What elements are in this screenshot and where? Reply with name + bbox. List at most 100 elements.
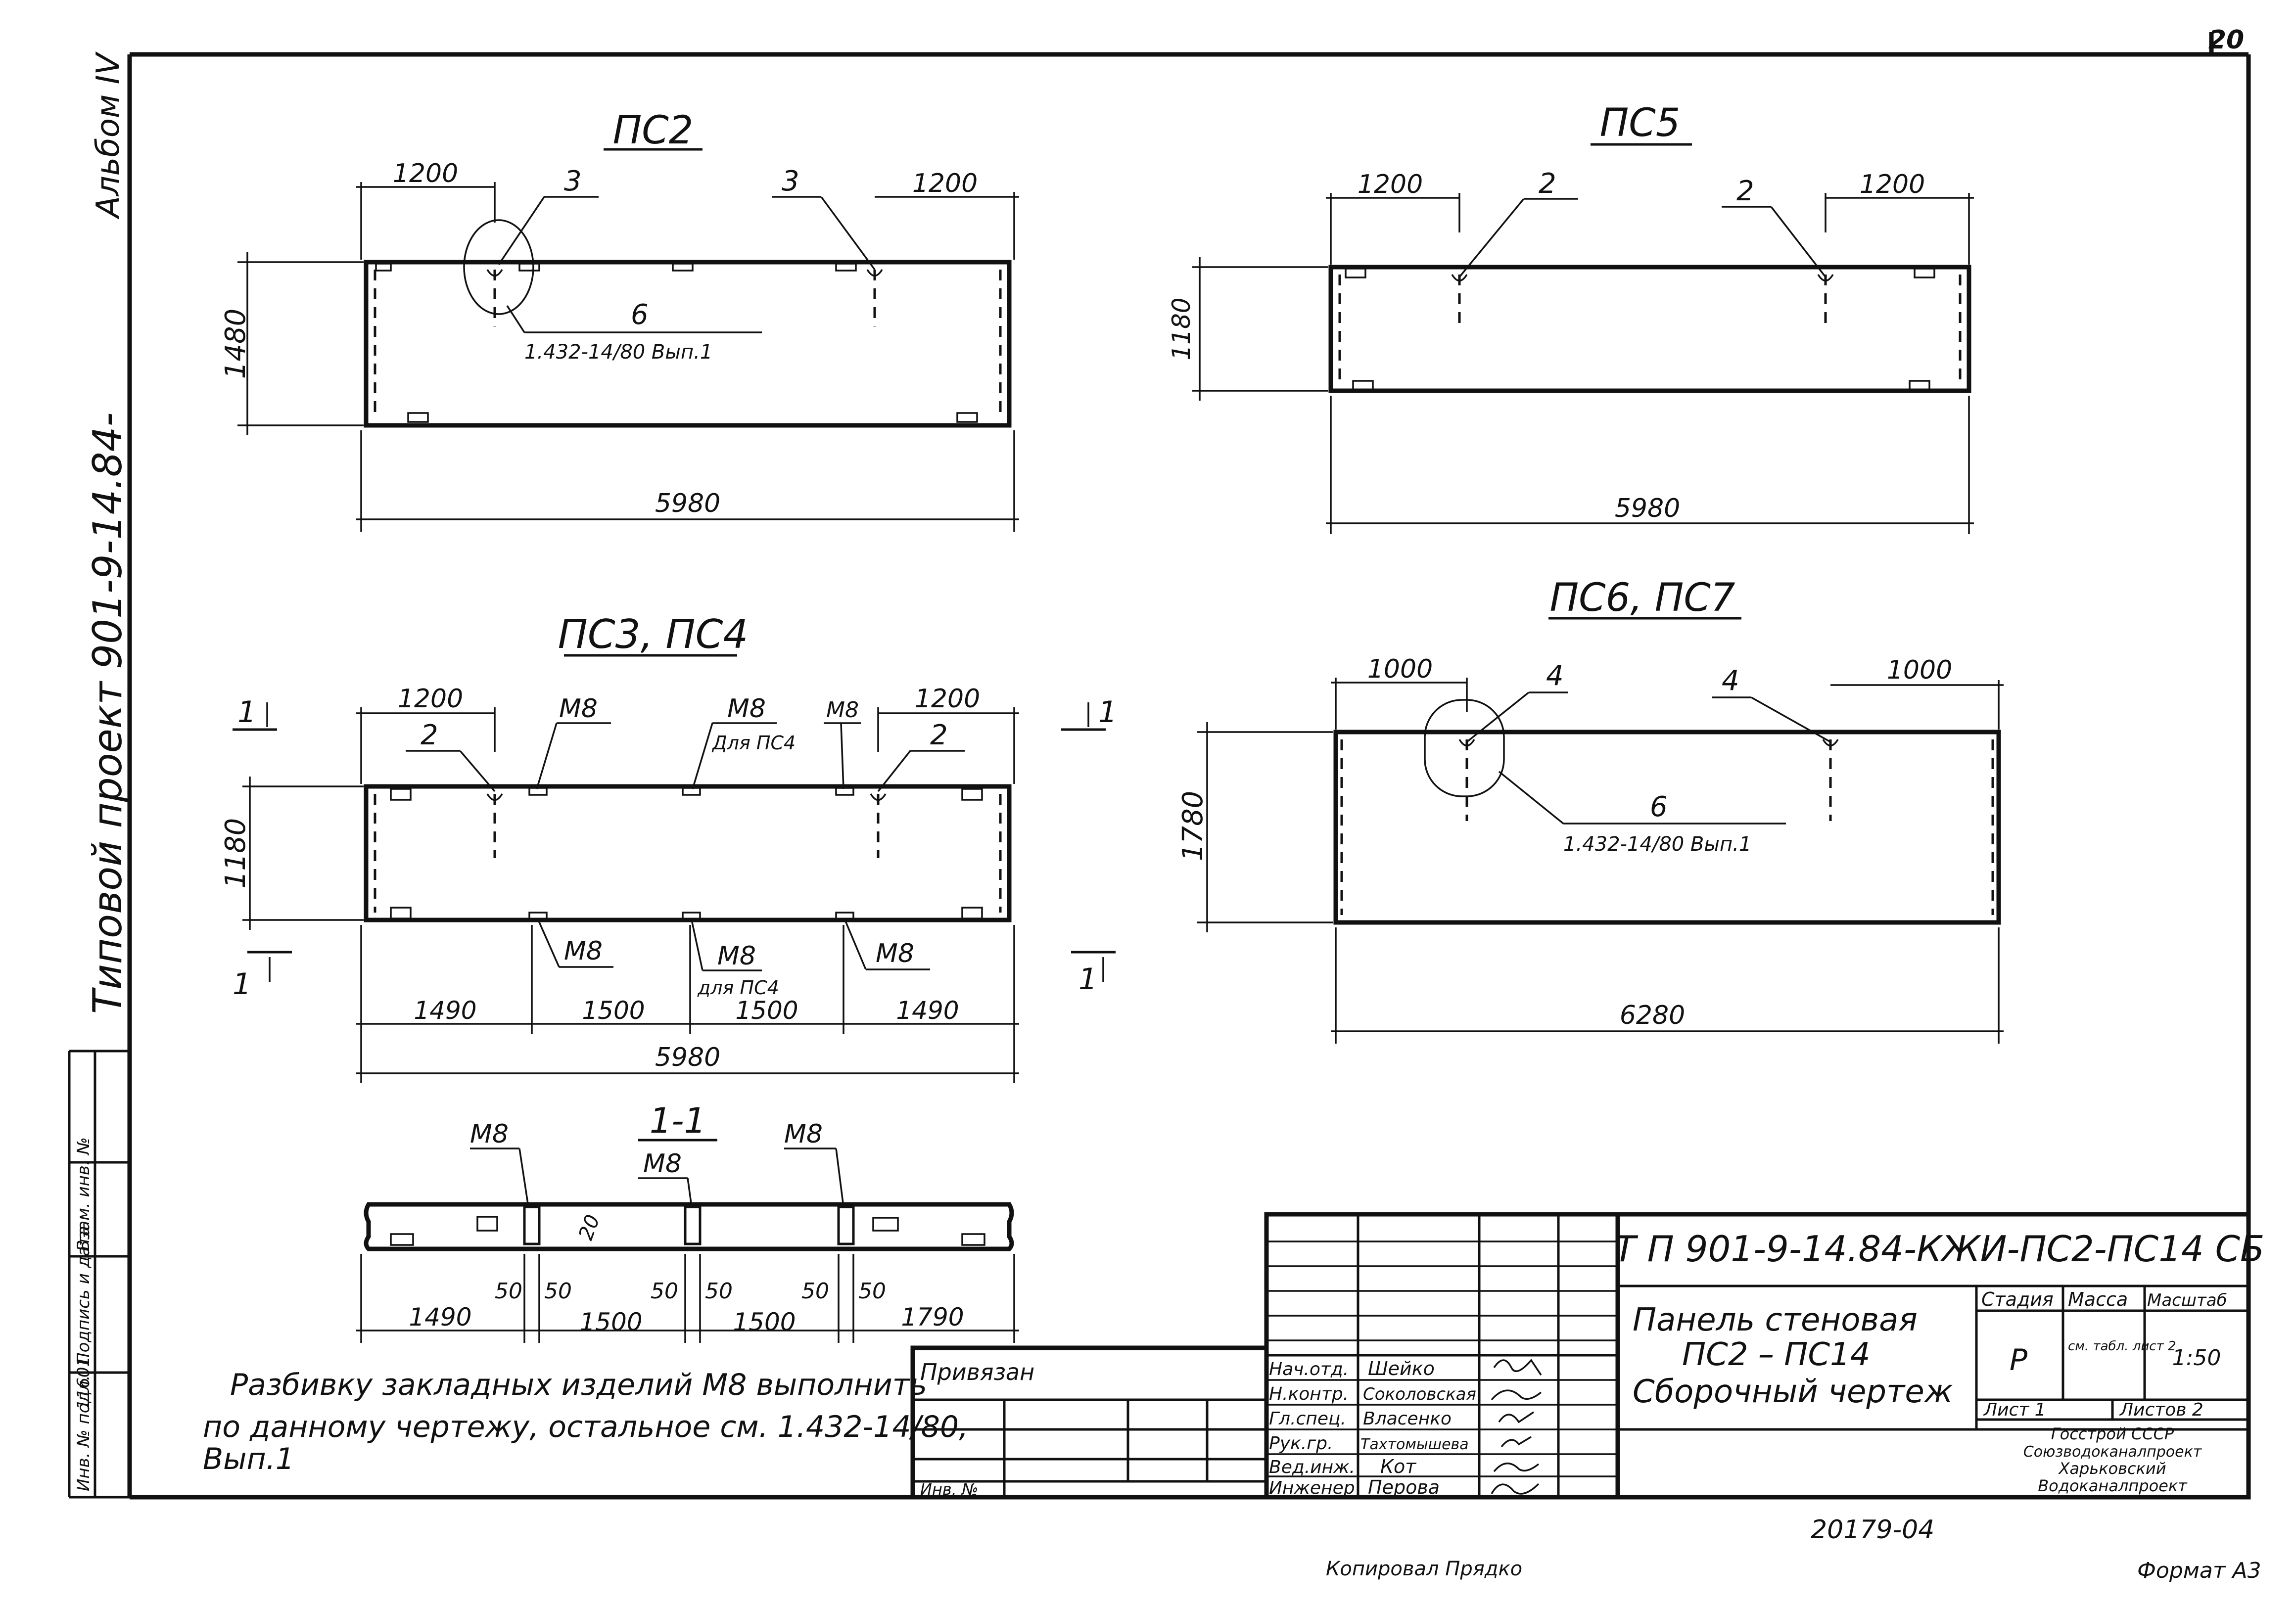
org-line-1: Госстрой СССР xyxy=(2051,1424,2174,1443)
ps34-callout-2-right: 2 xyxy=(930,719,948,751)
ps34-m8-bottom-left: М8 xyxy=(564,936,603,966)
section-gap-1: 50 xyxy=(495,1279,522,1304)
ps34-m8-top-mid: М8 xyxy=(727,694,766,724)
title-block: Привязан Инв. № Нач.отд. Шейко Н.контр. … xyxy=(910,1212,2265,1500)
section-dim-1: 1490 xyxy=(409,1303,471,1332)
section-dim-2: 1500 xyxy=(579,1308,642,1336)
section-mark-bottom-right: 1 xyxy=(1071,951,1116,997)
ps34-dim-left: 1200 xyxy=(398,684,463,714)
role-4: Рук.гр. xyxy=(1269,1433,1333,1454)
ps5-dim-height: 1180 xyxy=(1167,297,1196,360)
role-2: Н.контр. xyxy=(1269,1384,1349,1404)
role-1: Нач.отд. xyxy=(1269,1359,1349,1379)
section-dim-4: 1790 xyxy=(901,1303,964,1332)
left-margin: Альбом IV Типовой проект 901-9-14.84- Ин… xyxy=(68,51,131,1499)
name-4: Тахтомышева xyxy=(1360,1436,1469,1453)
ps34-dim-b4: 1490 xyxy=(896,996,959,1025)
section-dim-3: 1500 xyxy=(733,1308,796,1336)
inv-no-label: Инв. № xyxy=(920,1480,978,1499)
sheet-value: Лист 1 xyxy=(1983,1400,2046,1420)
ps67-dim-left: 1000 xyxy=(1367,654,1433,684)
ps2-dim-length: 5980 xyxy=(655,489,720,518)
view-section-1-1: 1-1 М8 М8 М8 20 50 50 50 xyxy=(356,1101,1019,1343)
general-note: Разбивку закладных изделий М8 выполнить … xyxy=(203,1368,968,1476)
ps34-for-ps4-bottom: для ПС4 xyxy=(697,977,779,999)
privyazan-label: Привязан xyxy=(920,1359,1034,1385)
stamp-cell-signature: Подпись и дата xyxy=(74,1226,94,1365)
section-m8-left: М8 xyxy=(470,1119,509,1149)
section-1-top-right: 1 xyxy=(1098,695,1117,730)
view-ps2-title: ПС2 xyxy=(613,108,694,153)
ps67-dim-length: 6280 xyxy=(1620,1001,1685,1030)
mass-value: см. табл. лист 2 xyxy=(2068,1339,2176,1354)
section-gap-2: 50 xyxy=(544,1279,572,1304)
section-m8-right: М8 xyxy=(784,1119,823,1149)
doc-code: Т П 901-9-14.84-КЖИ-ПС2-ПС14 СБ xyxy=(1614,1228,2265,1270)
ps34-dim-length: 5980 xyxy=(655,1043,720,1072)
view-ps2: ПС2 1200 1200 1480 xyxy=(220,108,1019,532)
view-ps67: ПС6, ПС7 1000 1000 1780 6280 4 4 xyxy=(1177,576,2004,1044)
section-mark-bottom-left: 1 xyxy=(233,951,292,1002)
stage-value: Р xyxy=(2010,1343,2028,1377)
section-body xyxy=(364,1202,1014,1251)
copied-by: Копировал Прядко xyxy=(1326,1558,1522,1580)
org-line-3: Харьковский xyxy=(2058,1459,2166,1478)
ps34-dim-b1: 1490 xyxy=(414,996,476,1025)
role-6: Инженер xyxy=(1269,1478,1355,1498)
scale-value: 1:50 xyxy=(2172,1345,2221,1371)
section-mark-top-left: 1 xyxy=(233,695,277,731)
role-5: Вед.инж. xyxy=(1269,1457,1355,1477)
panel-ps5 xyxy=(1328,265,1971,393)
sheet-number: 20 xyxy=(2208,25,2244,55)
project-label: Типовой проект 901-9-14.84- xyxy=(85,413,131,1014)
sheets-value: Листов 2 xyxy=(2119,1400,2203,1420)
note-line-2: по данному чертежу, остальное см. 1.432-… xyxy=(203,1410,968,1444)
view-ps5: ПС5 1200 1200 1180 5980 2 xyxy=(1167,101,1974,534)
ps2-dim-height: 1480 xyxy=(220,309,252,379)
ps2-reference: 1.432-14/80 Вып.1 xyxy=(524,341,712,364)
name-5: Кот xyxy=(1380,1456,1417,1477)
ps34-m8-top-left: М8 xyxy=(559,694,598,724)
name-3: Власенко xyxy=(1363,1409,1452,1429)
name-6: Перова xyxy=(1368,1476,1440,1498)
stage-header: Стадия xyxy=(1981,1288,2054,1310)
section-gap-3: 50 xyxy=(651,1279,678,1304)
ps5-dim-right: 1200 xyxy=(1860,170,1925,199)
note-line-1: Разбивку закладных изделий М8 выполнить xyxy=(230,1368,927,1402)
ps67-dim-height: 1780 xyxy=(1177,791,1209,862)
view-ps5-title: ПС5 xyxy=(1600,101,1681,145)
ps67-callout-4-left: 4 xyxy=(1546,660,1564,692)
view-ps67-title: ПС6, ПС7 xyxy=(1549,576,1735,620)
doc-name-1: Панель стеновая xyxy=(1633,1302,1918,1338)
section-gap-6: 50 xyxy=(858,1279,886,1304)
ps5-callout-2-left: 2 xyxy=(1539,168,1556,200)
section-1-bottom-right: 1 xyxy=(1078,962,1097,997)
org-line-4: Водоканалпроект xyxy=(2038,1476,2188,1495)
panel-ps34 xyxy=(364,784,1012,922)
section-mark-top-right: 1 xyxy=(1061,695,1117,731)
panel-ps2 xyxy=(364,219,1012,428)
name-2: Соколовская xyxy=(1363,1384,1476,1404)
ps34-m8-bottom-mid: М8 xyxy=(717,941,756,971)
ps67-callout-6: 6 xyxy=(1650,791,1668,823)
section-1-top-left: 1 xyxy=(237,695,256,730)
mass-header: Масса xyxy=(2068,1288,2128,1310)
doc-name-3: Сборочный чертеж xyxy=(1633,1374,1953,1410)
ps34-dim-height: 1180 xyxy=(220,818,252,889)
stamp-cell-inv: Инв. № подл. xyxy=(74,1375,94,1491)
ps5-dim-left: 1200 xyxy=(1358,170,1423,199)
ps5-callout-2-right: 2 xyxy=(1736,175,1754,207)
margin-stamp xyxy=(68,1050,130,1499)
section-title: 1-1 xyxy=(650,1101,706,1141)
role-3: Гл.спец. xyxy=(1269,1409,1346,1429)
ps67-callout-4-right: 4 xyxy=(1722,665,1739,697)
ps2-callout-3-left: 3 xyxy=(564,165,582,197)
ps67-reference: 1.432-14/80 Вып.1 xyxy=(1563,833,1751,856)
signatures xyxy=(1491,1359,1542,1495)
archive-number: 20179-04 xyxy=(1811,1515,1934,1545)
ps34-for-ps4-top: Для ПС4 xyxy=(711,732,796,754)
ps2-callout-6: 6 xyxy=(631,299,649,331)
ps34-dim-right: 1200 xyxy=(915,684,980,714)
stamp-cell-replace: Взам. инв. № xyxy=(74,1137,94,1251)
